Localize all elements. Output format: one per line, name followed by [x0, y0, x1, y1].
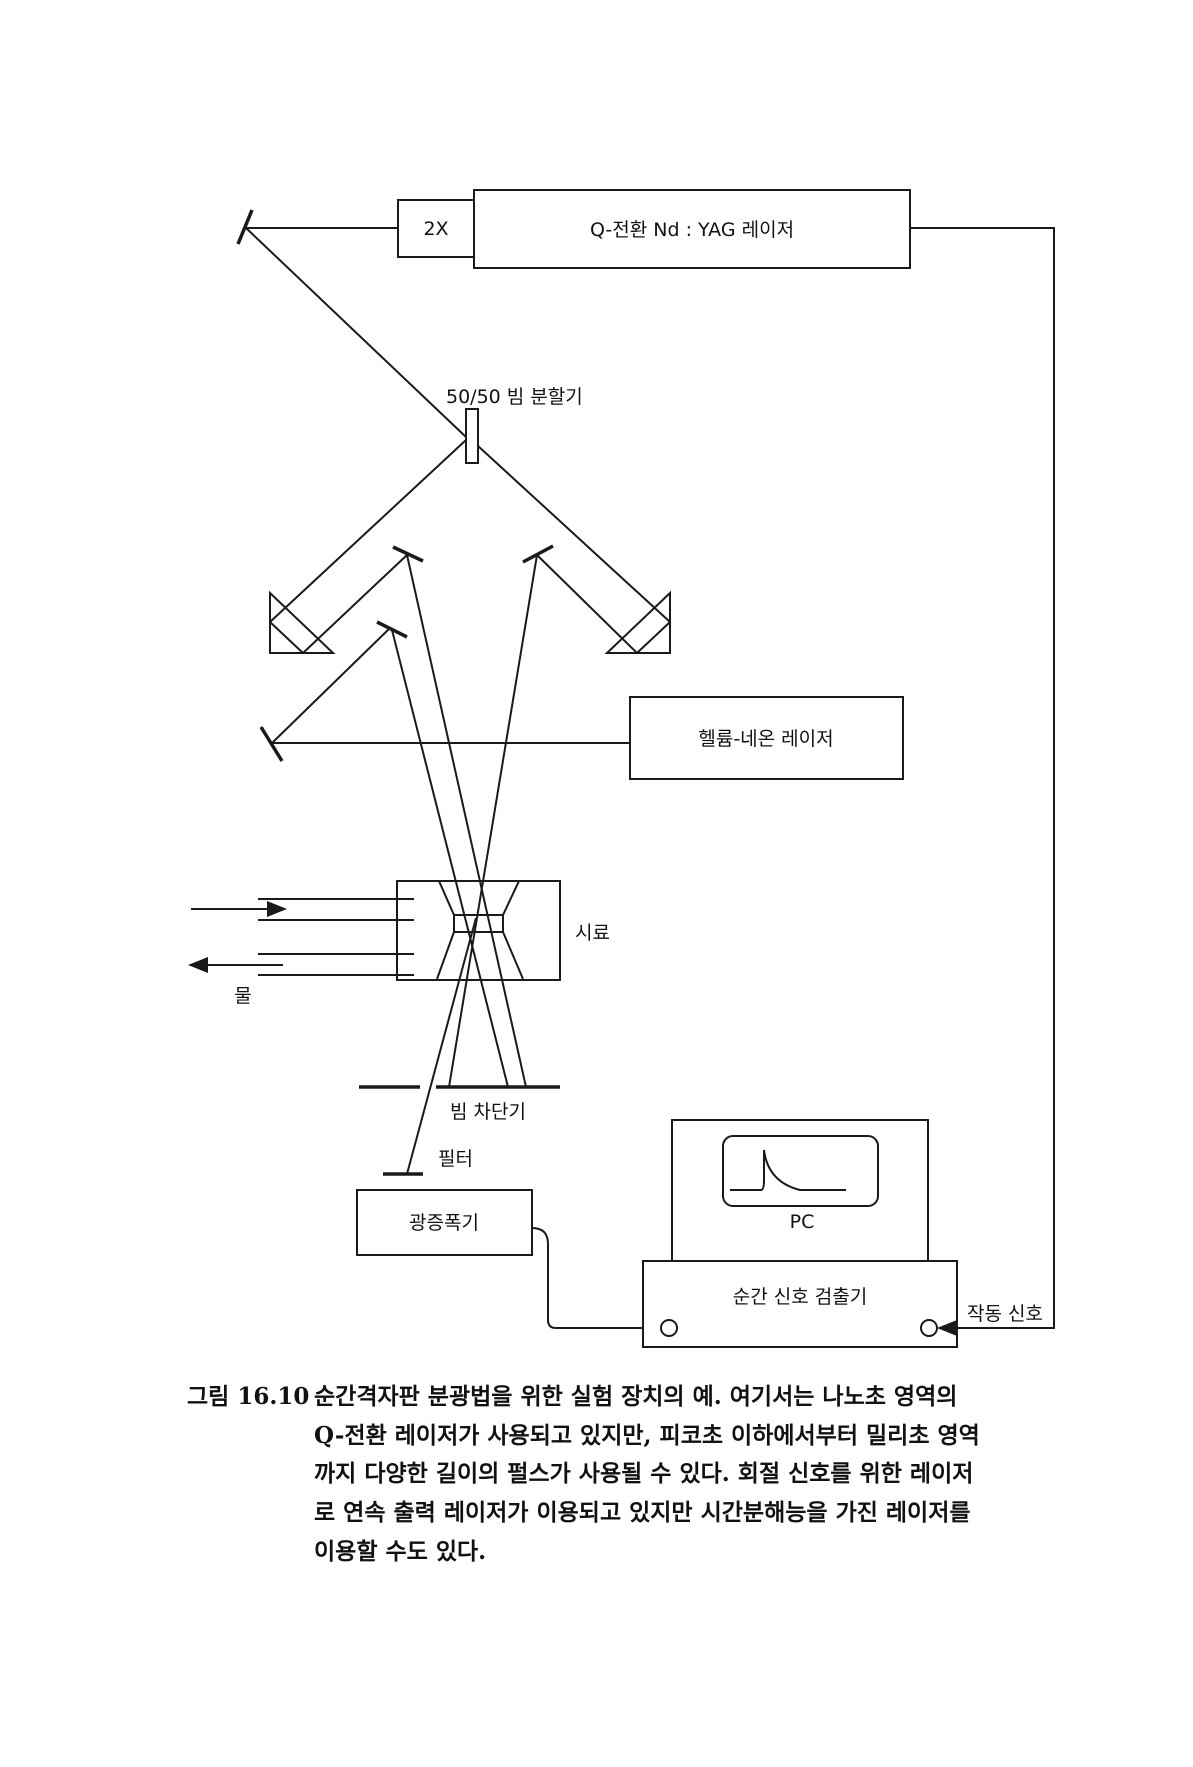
- photomultiplier-label: 광증폭기: [409, 1212, 479, 1234]
- left-delay-prism: [269, 554, 408, 655]
- reflected-pump-beam: [269, 439, 467, 623]
- signal-waveform: [730, 1149, 846, 1191]
- probe-beam-focused: [391, 629, 509, 1088]
- pmt-signal-cable: [531, 1227, 662, 1336]
- he-ne-laser-box: [629, 696, 904, 780]
- caption-line: 순간격자판 분광법을 위한 실험 장치의 예. 여기서는 나노초 영역의: [314, 1383, 958, 1410]
- transient-detector-box: [642, 1260, 958, 1348]
- pc-label: PC: [790, 1211, 815, 1233]
- water-label: 물: [234, 985, 251, 1007]
- sample-label: 시료: [575, 922, 610, 944]
- turning-mirror: [236, 209, 254, 245]
- pump-beam-b: [448, 554, 538, 1088]
- probe-beam-to-mirror: [271, 627, 391, 744]
- caption-line: 까지 다양한 길이의 펄스가 사용될 수 있다. 회절 신호를 위한 레이저: [314, 1460, 974, 1488]
- caption-line: 이용할 수도 있다.: [314, 1537, 487, 1565]
- pump-beam-to-splitter: [245, 227, 467, 438]
- beam-splitter: [465, 408, 479, 464]
- figure-number: 그림 16.10: [187, 1383, 310, 1410]
- upper-right-mirror: [522, 544, 554, 564]
- frequency-doubler-label: 2X: [423, 218, 448, 240]
- he-ne-laser-label: 헬륨-네온 레이저: [698, 728, 833, 750]
- nd-yag-laser-label: Q-전환 Nd : YAG 레이저: [590, 219, 794, 241]
- pc-screen: [722, 1135, 879, 1207]
- caption-line: 로 연속 출력 레이저가 이용되고 있지만 시간분해능을 가진 레이저를: [314, 1499, 971, 1527]
- transient-detector-label: 순간 신호 검출기: [733, 1286, 867, 1308]
- sample-cell: [258, 880, 561, 981]
- photomultiplier-box: [356, 1189, 533, 1256]
- filter-label: 필터: [438, 1148, 473, 1170]
- beam-stop-label: 빔 차단기: [450, 1101, 526, 1123]
- diffracted-signal-beam: [406, 917, 477, 1175]
- probe-mirror: [259, 726, 284, 762]
- trigger-cable: [910, 227, 1055, 1336]
- trigger-label: 작동 신호: [967, 1303, 1043, 1325]
- lower-left-mirror: [376, 620, 408, 639]
- upper-left-mirror: [392, 545, 424, 563]
- caption-line: Q-전환 레이저가 사용되고 있지만, 피코초 이하에서부터 밀리초 영역: [314, 1421, 980, 1449]
- pump-laser: 2X Q-전환 Nd : YAG 레이저: [397, 189, 911, 269]
- right-delay-prism: [536, 554, 671, 655]
- transmitted-pump-beam: [477, 445, 671, 623]
- trigger-input-port: [920, 1319, 938, 1337]
- pump-beam-a: [406, 554, 527, 1088]
- signal-input-port: [660, 1319, 678, 1337]
- nd-yag-laser-box: [473, 189, 911, 269]
- beam-splitter-label: 50/50 빔 분할기: [446, 386, 583, 408]
